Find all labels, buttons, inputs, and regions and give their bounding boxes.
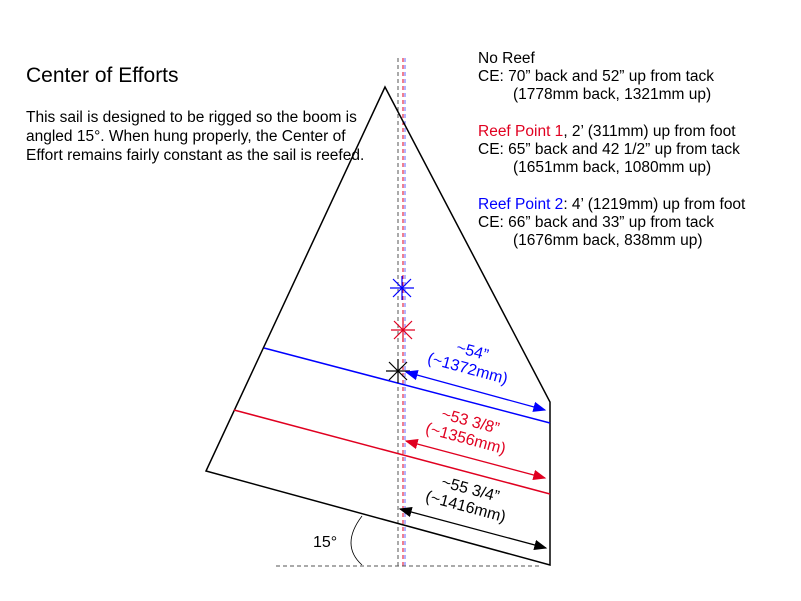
reef-1-dimension-arrow [404, 438, 547, 481]
boom-angle-label: 15° [313, 534, 337, 551]
no-reef-metric: (1778mm back, 1321mm up) [513, 86, 712, 103]
reef-1-heading: Reef Point 1 [478, 123, 564, 140]
full-dimension-arrow [398, 506, 548, 551]
reef-2-heading: Reef Point 2 [478, 196, 564, 213]
ce-star-reef-1 [391, 318, 415, 342]
description: This sail is designed to be rigged so th… [26, 109, 365, 164]
reef-1-ce: CE: 65” back and 42 1/2” up from tack [478, 141, 740, 158]
reef-2-metric: (1676mm back, 838mm up) [513, 232, 703, 249]
ce-star-full [386, 359, 410, 383]
reef-2-info: Reef Point 2: 4’ (1219mm) up from foot C… [478, 196, 745, 250]
no-reef-ce: CE: 70” back and 52” up from tack [478, 68, 715, 85]
page-title: Center of Efforts [26, 64, 179, 87]
angle-arc [350, 515, 363, 566]
no-reef-info: No Reef CE: 70” back and 52” up from tac… [478, 50, 714, 104]
sail-outline [204, 85, 551, 566]
reef-2-ce: CE: 66” back and 33” up from tack [478, 214, 715, 231]
reef-2-line [263, 347, 551, 424]
no-reef-heading: No Reef [478, 50, 535, 67]
ce-star-reef-2 [390, 276, 414, 300]
reef-2-suffix: : 4’ (1219mm) up from foot [563, 196, 746, 213]
reef-1-suffix: , 2’ (311mm) up from foot [563, 123, 736, 140]
reef-2-dimension-arrow [404, 370, 547, 412]
reef-1-metric: (1651mm back, 1080mm up) [513, 159, 712, 176]
reef-1-info: Reef Point 1, 2’ (311mm) up from foot CE… [478, 123, 740, 177]
